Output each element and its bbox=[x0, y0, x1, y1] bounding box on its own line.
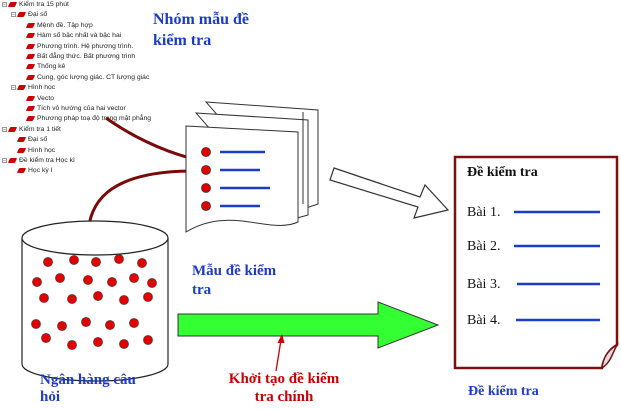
group-title: Nhóm mẫu đề kiểm tra bbox=[153, 9, 249, 51]
question-dot bbox=[43, 257, 53, 267]
question-dot bbox=[91, 257, 101, 267]
tree-toggle-icon[interactable]: − bbox=[2, 2, 7, 8]
tree-toggle-icon[interactable]: − bbox=[2, 126, 7, 133]
tree-item-label: Hình học bbox=[28, 146, 56, 154]
question-dot bbox=[147, 278, 157, 288]
question-dot bbox=[83, 275, 93, 285]
question-dot bbox=[114, 254, 124, 264]
template-to-exam-arrow bbox=[329, 167, 450, 219]
question-dot bbox=[41, 333, 51, 343]
template-document-stack bbox=[185, 101, 319, 233]
template-item-list bbox=[201, 147, 270, 211]
group-title-line2: kiểm tra bbox=[153, 32, 212, 49]
tree-item-label: Kiểm tra 15 phút bbox=[19, 1, 69, 8]
exam-title: Đề kiểm tra bbox=[467, 165, 538, 180]
exam-item-label: Bài 4. bbox=[467, 313, 500, 328]
question-dot bbox=[55, 273, 65, 283]
question-dot bbox=[105, 320, 115, 330]
tree-item-label: Vecto bbox=[37, 94, 55, 102]
tree-item-label: Đại số bbox=[28, 11, 48, 19]
question-dot bbox=[69, 255, 79, 265]
tree-item-label: Bất đẳng thức. Bất phương trình bbox=[37, 53, 136, 60]
template-item-dot bbox=[201, 147, 211, 157]
question-dot bbox=[119, 295, 129, 305]
exam-item-label: Bài 3. bbox=[467, 277, 500, 292]
generate-label: Khởi tạo đề kiếm tra chính bbox=[222, 370, 346, 406]
question-dot bbox=[39, 293, 49, 303]
template-item-dot bbox=[201, 183, 211, 193]
tree-toggle-icon[interactable]: − bbox=[11, 85, 16, 92]
question-dot bbox=[93, 291, 103, 301]
generate-pointer-head-icon bbox=[277, 334, 285, 343]
tree-item-label: Cung, góc lượng giác. CT lượng giác bbox=[37, 73, 150, 81]
tree-to-template-connector bbox=[105, 116, 191, 160]
tree-item-label: Phương pháp toạ độ trong mặt phẳng bbox=[37, 115, 152, 123]
bank-label-line2: hỏi bbox=[40, 389, 61, 405]
tree-toggle-icon[interactable]: − bbox=[11, 12, 16, 19]
template-label-line2: tra bbox=[192, 282, 212, 298]
bank-label: Ngân hàng câu hỏi bbox=[40, 372, 136, 406]
exam-caption: Đề kiểm tra bbox=[468, 384, 539, 399]
exam-document-icon bbox=[453, 155, 619, 370]
exam-item-label: Bài 1. bbox=[467, 205, 500, 220]
template-item-dot bbox=[201, 165, 211, 175]
generate-label-line1: Khởi tạo đề kiếm bbox=[228, 371, 340, 387]
question-dot bbox=[32, 277, 42, 287]
question-dot bbox=[67, 340, 77, 350]
question-dot bbox=[67, 294, 77, 304]
generate-arrow bbox=[177, 301, 440, 349]
tree-item-label: Đại số bbox=[28, 136, 48, 144]
exam-item-label: Bài 2. bbox=[467, 239, 500, 254]
group-title-line1: Nhóm mẫu đề bbox=[153, 11, 250, 28]
tree-item-label: Hàm số bậc nhất và bậc hai bbox=[37, 32, 122, 40]
tree-toggle-icon[interactable]: − bbox=[2, 158, 7, 164]
question-dot bbox=[143, 292, 153, 302]
tree-item-label: Tích vô hướng của hai vector bbox=[37, 105, 126, 112]
tree-item-label: Mệnh đề. Tập hợp bbox=[37, 21, 93, 29]
question-dot bbox=[81, 317, 91, 327]
bank-label-line1: Ngân hàng câu bbox=[40, 372, 136, 388]
question-dot bbox=[143, 335, 153, 345]
tree-item-label: Đề kiểm tra Học kì bbox=[19, 157, 75, 164]
tree-item-label: Hình học bbox=[28, 84, 56, 92]
question-dot bbox=[129, 273, 139, 283]
tree-item-label: Phương trình. Hệ phương trình. bbox=[37, 42, 134, 50]
tree-item-label: Kiểm tra 1 tiết bbox=[19, 125, 61, 133]
template-item-dot bbox=[201, 201, 211, 211]
template-label-line1: Mẫu đề kiểm bbox=[192, 263, 277, 279]
template-label: Mẫu đề kiểm tra bbox=[192, 262, 276, 300]
question-dot bbox=[93, 337, 103, 347]
question-dot bbox=[57, 321, 67, 331]
generate-label-line2: tra chính bbox=[254, 389, 314, 405]
question-dot bbox=[137, 258, 147, 268]
exam-item-lines: Bài 1. Bài 2. Bài 3. Bài 4. bbox=[467, 205, 600, 328]
tree-item-label: Học kỳ I bbox=[28, 167, 53, 175]
question-dot bbox=[31, 319, 41, 329]
generate-pointer-shaft bbox=[275, 339, 282, 372]
question-dot bbox=[129, 318, 139, 328]
question-dot bbox=[119, 339, 129, 349]
question-dots bbox=[31, 254, 157, 350]
question-dot bbox=[107, 277, 117, 287]
tree-item-label: Thống kê bbox=[37, 63, 66, 71]
